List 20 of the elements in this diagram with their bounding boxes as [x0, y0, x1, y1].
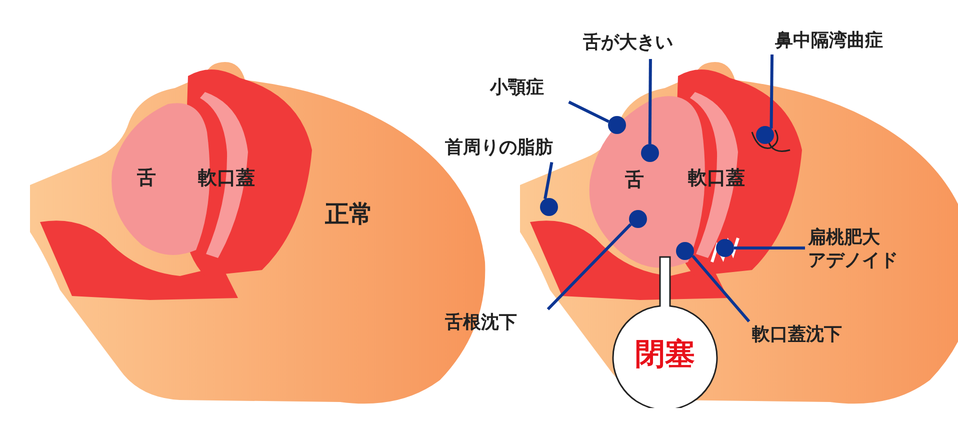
annotation-text: 小顎症 [490, 76, 544, 100]
callout-bubble [612, 256, 718, 408]
annotation-text: 鼻中隔湾曲症 [775, 29, 883, 53]
anatomy-label: 軟口蓋 [688, 166, 745, 191]
leader-line [648, 58, 652, 144]
annotation-text: 扁桃肥大 [808, 226, 880, 249]
leader-line [691, 254, 750, 322]
anatomy-label: 正常 [325, 199, 373, 230]
annotation-text: 舌が大きい [583, 31, 673, 55]
marker-dot [608, 116, 626, 134]
annotation-text: アデノイド [808, 249, 898, 272]
anatomy-label: 軟口蓋 [198, 166, 255, 191]
callout-text: 閉塞 [634, 336, 696, 374]
anatomy-label: 舌 [137, 166, 156, 191]
annotation-text: 首周りの脂肪 [445, 136, 553, 160]
leader-line [568, 100, 610, 123]
leader-line [734, 246, 805, 250]
annotation-text: 軟口蓋沈下 [752, 323, 842, 347]
leader-line [770, 54, 774, 129]
anatomy-label: 舌 [625, 168, 644, 193]
